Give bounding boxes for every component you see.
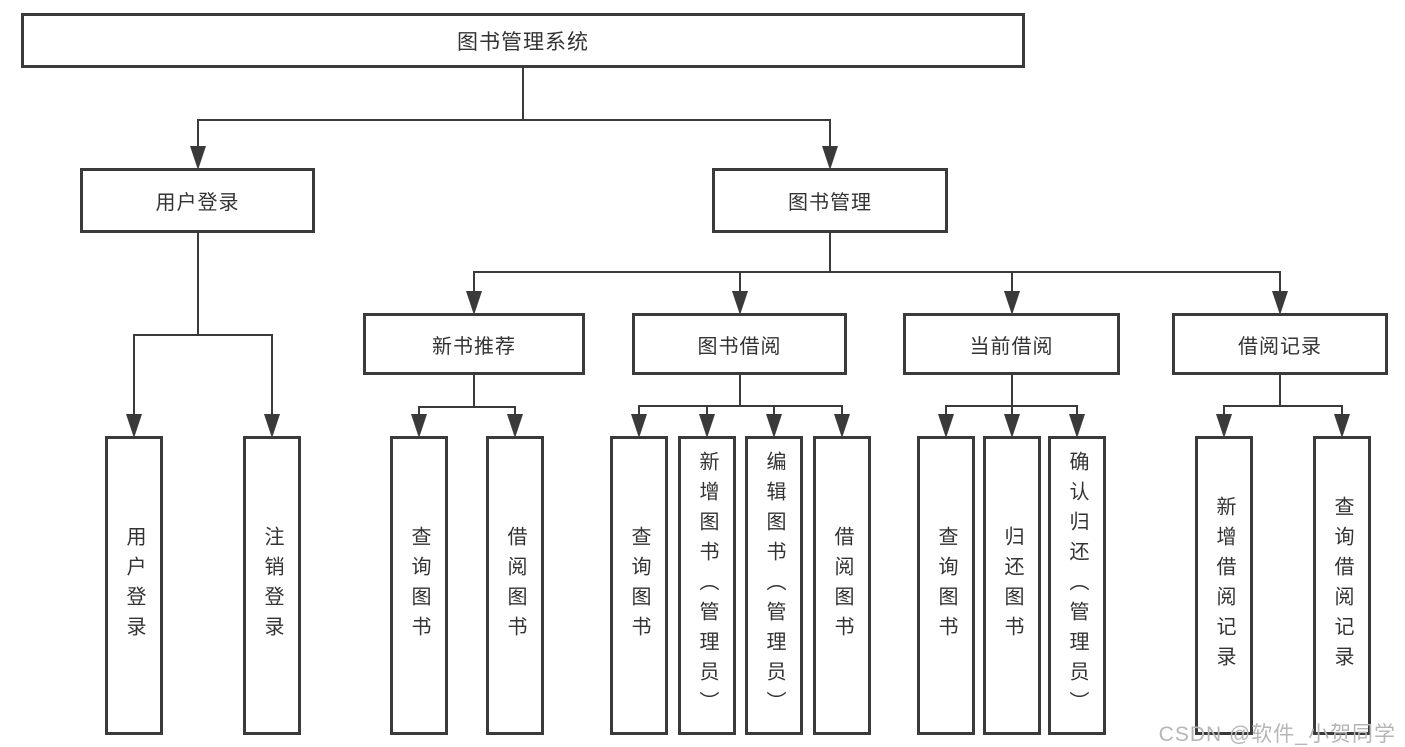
node-label-new-book-recommend: 新书推荐 xyxy=(432,335,516,358)
node-label-leaf-confirm-return: 确认归还（管理员） xyxy=(1066,450,1088,721)
arrowhead-down-icon-leaf-query-books-3 xyxy=(938,414,954,438)
arrowhead-down-icon-new-book-recommend xyxy=(466,291,482,315)
node-label-leaf-user-login: 用户登录 xyxy=(123,525,145,646)
connector-drop-leaf-borrow-books-2 xyxy=(841,405,843,414)
arrowhead-down-icon-leaf-query-books-2 xyxy=(631,414,647,438)
node-leaf-edit-books: 编辑图书（管理员） xyxy=(745,436,803,735)
node-label-book-borrowing: 图书借阅 xyxy=(697,335,782,358)
arrowhead-down-icon-borrowing-records xyxy=(1272,291,1288,315)
node-borrowing-records: 借阅记录 xyxy=(1172,313,1388,375)
node-leaf-query-borrow-record: 查询借阅记录 xyxy=(1313,436,1371,735)
connector-drop-leaf-borrow-books-1 xyxy=(514,406,516,414)
arrowhead-down-icon-leaf-user-login xyxy=(126,414,142,438)
arrowhead-down-icon-user-login xyxy=(189,146,206,170)
connector-bar-user-login xyxy=(133,334,273,336)
arrowhead-down-icon-leaf-edit-books xyxy=(766,414,782,438)
node-leaf-query-books-1: 查询图书 xyxy=(390,436,448,735)
node-label-book-management: 图书管理 xyxy=(788,192,872,214)
node-label-leaf-add-books: 新增图书（管理员） xyxy=(696,450,718,721)
arrowhead-down-icon-book-management xyxy=(822,146,838,170)
node-label-leaf-query-books-1: 查询图书 xyxy=(408,525,430,646)
connector-drop-leaf-query-books-2 xyxy=(638,405,640,414)
node-leaf-query-books-3: 查询图书 xyxy=(917,436,975,735)
node-book-borrowing: 图书借阅 xyxy=(632,313,847,375)
arrowhead-down-icon-leaf-return-books xyxy=(1004,414,1020,438)
connector-drop-leaf-return-books xyxy=(1011,405,1013,414)
connector-drop-leaf-confirm-return xyxy=(1076,405,1078,414)
arrowhead-down-icon-leaf-query-books-1 xyxy=(411,414,427,438)
node-label-leaf-edit-books: 编辑图书（管理员） xyxy=(763,450,785,721)
connector-drop-leaf-user-login xyxy=(133,334,135,414)
node-user-login: 用户登录 xyxy=(80,168,315,233)
connector-bar-root xyxy=(196,119,831,121)
node-label-user-login: 用户登录 xyxy=(155,192,240,214)
connector-drop-leaf-query-borrow-record xyxy=(1341,405,1343,414)
connector-stem-book-borrowing xyxy=(738,373,741,406)
node-leaf-user-login: 用户登录 xyxy=(105,436,163,735)
connector-drop-leaf-query-books-1 xyxy=(418,406,420,414)
arrowhead-down-icon-leaf-add-borrow-record xyxy=(1216,414,1232,438)
connector-drop-user-login xyxy=(196,119,199,146)
node-label-leaf-add-borrow-record: 新增借阅记录 xyxy=(1213,495,1235,676)
node-label-leaf-logout: 注销登录 xyxy=(261,525,283,646)
connector-drop-leaf-edit-books xyxy=(773,405,775,414)
node-book-management: 图书管理 xyxy=(712,168,948,233)
connector-bar-borrowing-records xyxy=(1223,405,1343,407)
connector-drop-leaf-query-books-3 xyxy=(945,405,947,414)
node-leaf-confirm-return: 确认归还（管理员） xyxy=(1048,436,1106,735)
node-leaf-return-books: 归还图书 xyxy=(983,436,1041,735)
connector-stem-book-management xyxy=(829,231,831,272)
connector-bar-new-book-recommend xyxy=(418,406,516,408)
connector-drop-current-borrowing xyxy=(1010,271,1013,291)
arrowhead-down-icon-book-borrowing xyxy=(731,291,748,315)
node-leaf-logout: 注销登录 xyxy=(243,436,301,735)
node-new-book-recommend: 新书推荐 xyxy=(363,313,585,375)
node-label-borrowing-records: 借阅记录 xyxy=(1238,335,1322,358)
node-label-leaf-query-books-3: 查询图书 xyxy=(935,525,957,646)
connector-drop-book-borrowing xyxy=(738,271,741,291)
node-label-leaf-query-books-2: 查询图书 xyxy=(628,525,650,646)
arrowhead-down-icon-leaf-logout xyxy=(264,414,280,438)
connector-drop-leaf-add-borrow-record xyxy=(1223,405,1225,414)
node-label-current-borrowing: 当前借阅 xyxy=(969,335,1054,358)
connector-stem-current-borrowing xyxy=(1010,373,1013,406)
node-label-leaf-borrow-books-2: 借阅图书 xyxy=(831,525,853,646)
connector-stem-borrowing-records xyxy=(1279,373,1281,406)
connector-bar-book-management xyxy=(473,271,1281,273)
node-leaf-add-books: 新增图书（管理员） xyxy=(678,436,736,735)
connector-drop-book-management xyxy=(829,119,831,146)
watermark-text: CSDN @软件_小贺同学 xyxy=(1158,723,1396,746)
connector-drop-borrowing-records xyxy=(1279,271,1281,291)
connector-stem-new-book-recommend xyxy=(473,373,475,407)
node-label-leaf-return-books: 归还图书 xyxy=(1001,525,1023,646)
connector-drop-leaf-add-books xyxy=(706,405,708,414)
arrowhead-down-icon-leaf-add-books xyxy=(699,414,715,438)
node-root: 图书管理系统 xyxy=(21,13,1025,68)
connector-drop-new-book-recommend xyxy=(473,271,475,291)
arrowhead-down-icon-leaf-confirm-return xyxy=(1069,414,1085,438)
connector-drop-leaf-logout xyxy=(271,334,273,414)
connector-stem-root xyxy=(522,66,524,120)
node-label-leaf-borrow-books-1: 借阅图书 xyxy=(504,525,526,646)
node-leaf-borrow-books-2: 借阅图书 xyxy=(813,436,871,735)
arrowhead-down-icon-leaf-query-borrow-record xyxy=(1334,414,1350,438)
node-label-leaf-query-borrow-record: 查询借阅记录 xyxy=(1331,495,1353,676)
connector-stem-user-login xyxy=(196,231,199,335)
node-label-root: 图书管理系统 xyxy=(457,30,589,54)
node-current-borrowing: 当前借阅 xyxy=(903,313,1120,375)
arrowhead-down-icon-current-borrowing xyxy=(1003,291,1020,315)
arrowhead-down-icon-leaf-borrow-books-2 xyxy=(834,414,850,438)
node-leaf-borrow-books-1: 借阅图书 xyxy=(486,436,544,735)
node-leaf-query-books-2: 查询图书 xyxy=(610,436,668,735)
node-leaf-add-borrow-record: 新增借阅记录 xyxy=(1195,436,1253,735)
connector-bar-book-borrowing xyxy=(638,405,843,407)
arrowhead-down-icon-leaf-borrow-books-1 xyxy=(507,414,523,438)
